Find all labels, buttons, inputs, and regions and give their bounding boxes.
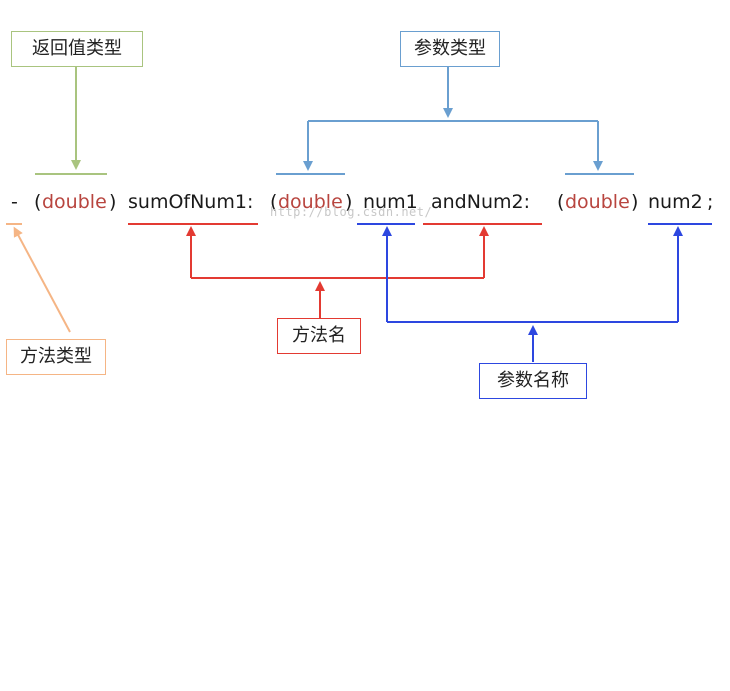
param1-type-open-paren: ( bbox=[270, 191, 278, 213]
return-type-open-paren: ( bbox=[34, 191, 42, 213]
method-name-connector bbox=[128, 223, 542, 318]
selector-part-1: sumOfNum1: bbox=[128, 191, 254, 213]
param1-name: num1 bbox=[363, 191, 418, 213]
statement-semicolon: ; bbox=[707, 191, 714, 213]
param1-type-keyword: double bbox=[278, 191, 343, 213]
method-type-connector bbox=[6, 223, 71, 333]
param2-type-keyword: double bbox=[565, 191, 630, 213]
return-type-keyword: double bbox=[42, 191, 107, 213]
return-type-close-paren: ) bbox=[109, 191, 117, 213]
selector-part-2: andNum2: bbox=[431, 191, 530, 213]
method-type-dash: - bbox=[11, 191, 18, 213]
method-declaration: - ( double ) sumOfNum1: ( double ) num1 … bbox=[0, 185, 730, 219]
param1-type-close-paren: ) bbox=[345, 191, 353, 213]
param-type-connector bbox=[276, 66, 634, 175]
param2-type-open-paren: ( bbox=[557, 191, 565, 213]
param-name-label: 参数名称 bbox=[479, 363, 587, 399]
param-type-label: 参数类型 bbox=[400, 31, 500, 67]
param2-type-close-paren: ) bbox=[631, 191, 639, 213]
watermark-url: http://blog.csdn.net/ bbox=[270, 205, 433, 219]
param-name-connector bbox=[357, 223, 712, 362]
method-type-label: 方法类型 bbox=[6, 339, 106, 375]
param2-name: num2 bbox=[648, 191, 703, 213]
method-name-label: 方法名 bbox=[277, 318, 361, 354]
return-type-connector bbox=[35, 66, 107, 175]
return-type-label: 返回值类型 bbox=[11, 31, 143, 67]
connector-lines bbox=[6, 66, 712, 362]
